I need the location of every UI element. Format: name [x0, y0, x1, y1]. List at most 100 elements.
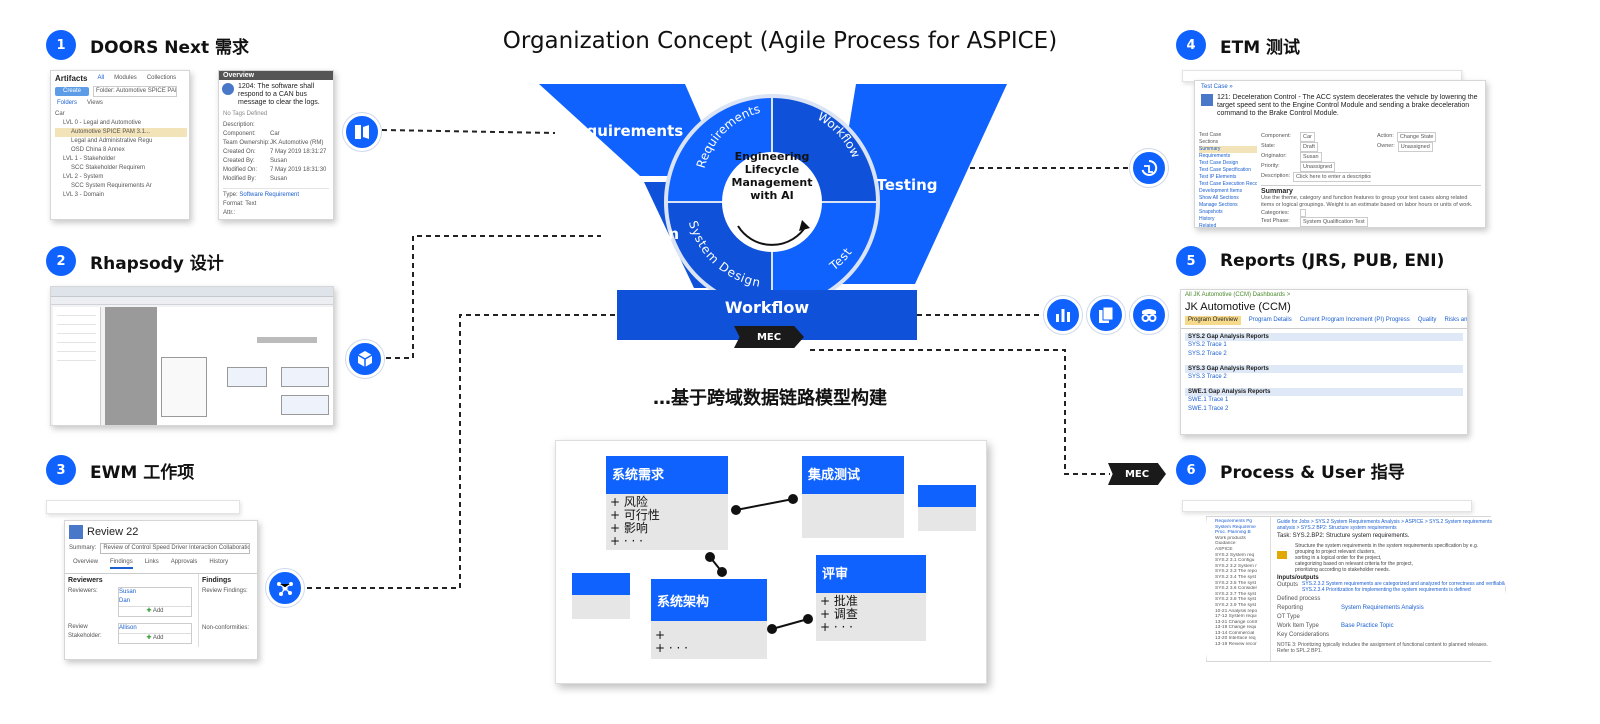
model-node-system-architecture[interactable]: 系统架构 + + · · ·	[651, 579, 767, 659]
doors-tab[interactable]: Collections	[146, 75, 177, 81]
etm-nav-item[interactable]: Test Case Specification	[1199, 167, 1251, 173]
doors-tree-item[interactable]: Automotive SPICE PAM 3.1...	[55, 128, 187, 137]
process-tree-item[interactable]: ASPICE	[1215, 546, 1233, 552]
ewm-tab[interactable]: History	[209, 559, 229, 565]
summary-field[interactable]: Review of Control Speed Driver Interacti…	[100, 543, 251, 554]
reports-breadcrumb[interactable]: All JK Automotive (CCM) Dashboards >	[1185, 292, 1291, 298]
process-tree-item[interactable]: 13-20 Interface req	[1215, 636, 1256, 642]
field-value[interactable]: Click here to enter a description	[1293, 172, 1371, 182]
process-tree-item[interactable]: System Requireme	[1215, 524, 1256, 530]
cube-icon	[346, 340, 384, 378]
ewm-tab[interactable]: Overview	[73, 559, 99, 565]
report-link[interactable]: SWE.1 Trace 1	[1188, 397, 1229, 403]
reporting-value[interactable]: System Requirements Analysis	[1341, 605, 1424, 611]
etm-nav-item[interactable]: Manage Sections	[1199, 202, 1238, 208]
reports-tab[interactable]: Quality	[1417, 317, 1437, 323]
doors-subtab[interactable]: Folders	[57, 100, 78, 106]
model-node-integration-test[interactable]: 集成测试	[802, 456, 904, 538]
reports-tab[interactable]: Current Program Increment (PI) Progress	[1299, 317, 1410, 323]
field-value[interactable]: Unassigned	[1397, 142, 1433, 152]
process-tree-item[interactable]: SYS.2 3.6 Consider	[1215, 586, 1258, 592]
process-tree-item[interactable]: SYS.2 3.7 The syst	[1215, 591, 1256, 597]
process-tree-item[interactable]: SYS.2 3.9 The syst	[1215, 602, 1256, 608]
field-value[interactable]: No	[1300, 227, 1313, 228]
doors-tree-item[interactable]: Legal and Administrative Regu	[71, 138, 153, 144]
doors-tree-item[interactable]: LVL 2 - System	[63, 174, 104, 180]
report-link[interactable]: SYS.3 Trace 2	[1188, 374, 1227, 380]
model-node-system-requirements[interactable]: 系统需求 + 风险 + 可行性 + 影响 + · · ·	[606, 456, 728, 550]
field-value[interactable]	[1300, 209, 1306, 217]
process-tree-item[interactable]: 17-12 System requi	[1215, 614, 1257, 620]
reports-tab[interactable]: Program Overview	[1185, 316, 1241, 325]
field-value[interactable]: Unassigned	[1300, 162, 1336, 172]
process-tree-item[interactable]: SYS.2 3.3 The repo	[1215, 569, 1258, 575]
field-value[interactable]: Susan	[1300, 152, 1322, 162]
doors-tab[interactable]: All	[97, 75, 105, 81]
doors-tree-item[interactable]: SCC System Requirements Ar	[71, 183, 152, 189]
process-tree-item[interactable]: SYS.2 3.5 The syst	[1215, 580, 1256, 586]
stakeholder-name[interactable]: Allison	[119, 625, 137, 631]
etm-nav-item[interactable]: Test Case Execution Record Bl.	[1199, 181, 1257, 187]
process-tree-item[interactable]: 13-19 Change requ	[1215, 625, 1257, 631]
field-value[interactable]: System Qualification Test	[1300, 217, 1368, 227]
reports-tab[interactable]: Risks and Is	[1444, 317, 1467, 323]
etm-nav-item[interactable]: Show All Sections	[1199, 195, 1239, 201]
doors-tab[interactable]: Modules	[114, 75, 137, 81]
etm-side-row: Action:Change State	[1377, 132, 1437, 142]
process-tree-item[interactable]: 13-14 Commercial	[1215, 630, 1255, 636]
work-item-type-value[interactable]: Base Practice Topic	[1341, 623, 1394, 629]
etm-nav-item[interactable]: Snapshots	[1199, 209, 1223, 215]
process-tree-item[interactable]: Requirements Pg	[1215, 519, 1253, 524]
test-case-crumb[interactable]: Test Case »	[1201, 84, 1233, 90]
process-tree-item[interactable]: SYS.2 System req	[1215, 552, 1255, 558]
process-tree-item[interactable]: Guidance	[1215, 541, 1236, 547]
doors-tree-item[interactable]: LVL 0 - Legal and Automotive	[63, 120, 142, 126]
reviewer-name[interactable]: Dan	[119, 598, 131, 604]
doors-create-button[interactable]: Create	[55, 87, 90, 96]
add-reviewer-button[interactable]: ✚ Add	[119, 606, 191, 616]
process-tree-item[interactable]: SYS.2 3.4 The syst	[1215, 574, 1256, 580]
process-tree-item[interactable]: Proc. Planning B	[1215, 530, 1251, 536]
process-tree-item[interactable]: 13-21 Change contr	[1215, 619, 1258, 625]
section-title: EWM 工作项	[90, 462, 195, 483]
field-value[interactable]: Car	[1300, 132, 1315, 142]
doors-tree-item[interactable]: LVL 1 - Stakeholder	[63, 156, 116, 162]
add-stakeholder-button[interactable]: ✚ Add	[119, 633, 191, 643]
ewm-tab[interactable]: Links	[144, 559, 159, 565]
etm-nav-item[interactable]: Test Case Design	[1199, 160, 1239, 166]
process-output-link[interactable]: SYS.2.3.4 Prioritization for implementin…	[1302, 587, 1471, 593]
report-link[interactable]: SWE.1 Trace 2	[1188, 406, 1229, 412]
report-link[interactable]: SYS.2 Trace 2	[1188, 351, 1227, 357]
doors-subtab[interactable]: Views	[87, 100, 103, 106]
reports-tab[interactable]: Program Details	[1248, 317, 1292, 323]
process-tree-item[interactable]: SYS.2 3.1 Configu	[1215, 558, 1255, 564]
process-breadcrumb[interactable]: Guide for Jobs > SYS.2 System Requiremen…	[1277, 519, 1492, 531]
etm-nav-item[interactable]: Summary	[1199, 146, 1257, 153]
v-model-diagram: Requirements Design Testing Requirements…	[539, 84, 1007, 310]
process-output-link[interactable]: SYS.2.3.2 System requirements are catego…	[1302, 581, 1505, 587]
reviewer-name[interactable]: Susan	[119, 589, 137, 595]
etm-nav-item[interactable]: History	[1199, 216, 1215, 222]
reports-dashboard-screenshot: All JK Automotive (CCM) Dashboards > JK …	[1180, 289, 1468, 435]
ewm-tab[interactable]: Findings	[110, 558, 133, 569]
model-node-review[interactable]: 评审 + 批准 + 调查 + · · ·	[816, 555, 926, 641]
process-tree-item[interactable]: Work products	[1215, 535, 1246, 541]
report-link[interactable]: SYS.2 Trace 1	[1188, 342, 1227, 348]
doors-tree-item[interactable]: SCC Stakeholder Requirem	[71, 165, 146, 171]
etm-nav-item[interactable]: Related	[1199, 223, 1217, 228]
process-tree-item[interactable]: 13-19 Review recor	[1215, 642, 1257, 648]
process-tree-item[interactable]: 10-21 Analysis repo	[1215, 608, 1258, 614]
doors-tree-item[interactable]: Car	[55, 111, 65, 117]
doors-tree-item[interactable]: LVL 3 - Domain	[63, 192, 105, 198]
etm-field-row: Priority:Unassigned	[1261, 162, 1371, 172]
process-tree-item[interactable]: SYS.2 3.2 System r	[1215, 563, 1257, 569]
process-tree-item[interactable]: SYS.2 3.8 The syst	[1215, 597, 1256, 603]
doors-tree-item[interactable]: OSD China 8 Annex	[71, 147, 125, 153]
etm-nav-item[interactable]: Test IP Elements	[1199, 174, 1237, 180]
field-value[interactable]: Draft	[1300, 142, 1318, 152]
ewm-tab[interactable]: Approvals	[170, 559, 198, 565]
etm-nav-item[interactable]: Requirements	[1199, 153, 1231, 159]
field-label: Owner:	[1377, 143, 1395, 149]
field-value[interactable]: Change State	[1396, 132, 1437, 142]
etm-nav-item[interactable]: Development Items	[1199, 188, 1243, 194]
